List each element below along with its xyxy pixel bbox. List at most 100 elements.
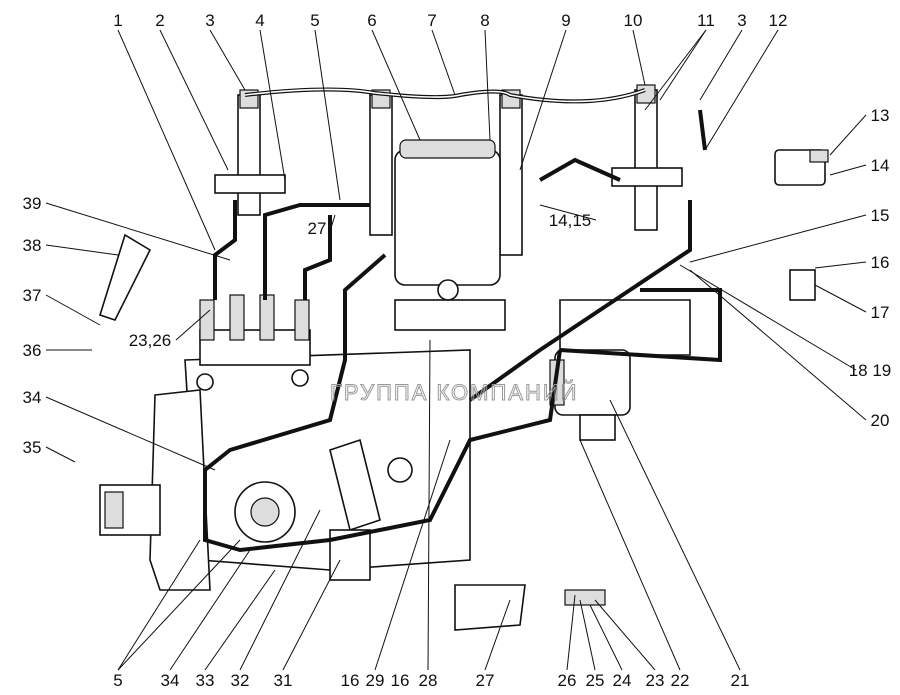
leader-line bbox=[829, 164, 867, 176]
leader-line bbox=[829, 114, 867, 156]
leader-line bbox=[579, 439, 681, 671]
callout-label: 22 bbox=[671, 671, 690, 690]
callout-label: 18 19 bbox=[849, 361, 892, 380]
leader-line bbox=[689, 269, 867, 421]
callout-label: 3 bbox=[737, 11, 746, 30]
pump-sections bbox=[199, 294, 310, 341]
coarse-filter bbox=[549, 299, 691, 441]
leader-line bbox=[314, 29, 341, 201]
leader-line bbox=[704, 29, 779, 151]
callout-label: 16 bbox=[341, 671, 360, 690]
leader-line bbox=[632, 29, 646, 86]
callout-label: 4 bbox=[255, 11, 264, 30]
leader-line bbox=[609, 399, 741, 671]
leader-line bbox=[689, 214, 867, 263]
leader-line bbox=[117, 539, 201, 671]
callout-label: 21 bbox=[731, 671, 750, 690]
callout-label: 20 bbox=[871, 411, 890, 430]
leader-line bbox=[566, 594, 576, 671]
fuel-pipes bbox=[203, 87, 722, 553]
leader-line bbox=[519, 29, 567, 171]
leader-line bbox=[371, 29, 421, 141]
fuel-filter bbox=[394, 139, 506, 331]
leader-line bbox=[175, 309, 211, 341]
watermark: ГРУППА КОМПАНИЙ bbox=[330, 380, 579, 405]
callout-label: 23,26 bbox=[129, 331, 172, 350]
callout-label: 14,15 bbox=[549, 211, 592, 230]
injectors bbox=[214, 84, 683, 256]
callout-label: 2 bbox=[155, 11, 164, 30]
callout-label: 38 bbox=[23, 236, 42, 255]
leader-line bbox=[374, 439, 451, 671]
callout-label: 23 bbox=[646, 671, 665, 690]
leader-line bbox=[159, 29, 229, 171]
callout-label: 31 bbox=[274, 671, 293, 690]
callout-label: 29 bbox=[366, 671, 385, 690]
callout-label: 25 bbox=[586, 671, 605, 690]
leader-line bbox=[679, 264, 857, 371]
callout-label: 15 bbox=[871, 206, 890, 225]
leader-line bbox=[484, 599, 511, 671]
callout-label: 5 bbox=[113, 671, 122, 690]
leader-line bbox=[45, 294, 101, 326]
leader-line bbox=[589, 604, 623, 671]
detail-parts bbox=[99, 149, 829, 631]
callout-label: 8 bbox=[480, 11, 489, 30]
callout-label: 3 bbox=[205, 11, 214, 30]
callout-label: 34 bbox=[23, 388, 42, 407]
leader-line bbox=[427, 339, 431, 671]
leader-line bbox=[699, 29, 743, 101]
callout-label: 14 bbox=[871, 156, 890, 175]
leader-line bbox=[45, 202, 231, 261]
injection-pump bbox=[99, 329, 471, 591]
leader-line bbox=[117, 539, 241, 671]
callout-label: 16 bbox=[871, 253, 890, 272]
callout-label: 1 bbox=[113, 11, 122, 30]
leader-lines bbox=[45, 29, 867, 671]
callout-label: 24 bbox=[613, 671, 632, 690]
callout-label: 26 bbox=[558, 671, 577, 690]
callout-label: 9 bbox=[561, 11, 570, 30]
leader-line bbox=[814, 284, 867, 313]
leader-line bbox=[45, 446, 76, 463]
callout-label: 28 bbox=[419, 671, 438, 690]
callout-label: 6 bbox=[367, 11, 376, 30]
leader-line bbox=[579, 599, 596, 671]
leader-line bbox=[45, 244, 119, 256]
callout-label: 16 bbox=[391, 671, 410, 690]
callout-label: 39 bbox=[23, 194, 42, 213]
leader-line bbox=[169, 549, 251, 671]
leader-line bbox=[644, 29, 707, 111]
leader-line bbox=[117, 29, 216, 251]
leader-line bbox=[330, 214, 336, 229]
callout-label: 36 bbox=[23, 341, 42, 360]
callout-label: 27 bbox=[308, 219, 327, 238]
leader-line bbox=[282, 559, 341, 671]
callout-label: 32 bbox=[231, 671, 250, 690]
callout-label: 13 bbox=[871, 106, 890, 125]
leader-line bbox=[45, 396, 216, 471]
leader-line bbox=[814, 261, 867, 269]
leader-line bbox=[239, 509, 321, 671]
callout-label: 17 bbox=[871, 303, 890, 322]
leader-line bbox=[204, 569, 276, 671]
callout-label: 11 bbox=[697, 11, 715, 30]
leader-line bbox=[539, 204, 597, 221]
leader-line bbox=[594, 599, 656, 671]
leader-line bbox=[431, 29, 456, 96]
callout-label: 12 bbox=[769, 11, 788, 30]
callout-label: 37 bbox=[23, 286, 42, 305]
callout-label: 35 bbox=[23, 438, 42, 457]
callout-label: 7 bbox=[427, 11, 436, 30]
callout-label: 34 bbox=[161, 671, 180, 690]
callout-label: 33 bbox=[196, 671, 215, 690]
leader-line bbox=[209, 29, 246, 91]
callout-label: 10 bbox=[624, 11, 643, 30]
leader-line bbox=[484, 29, 491, 141]
leader-line bbox=[659, 29, 707, 101]
leader-line bbox=[259, 29, 286, 181]
callout-label: 27 bbox=[476, 671, 495, 690]
